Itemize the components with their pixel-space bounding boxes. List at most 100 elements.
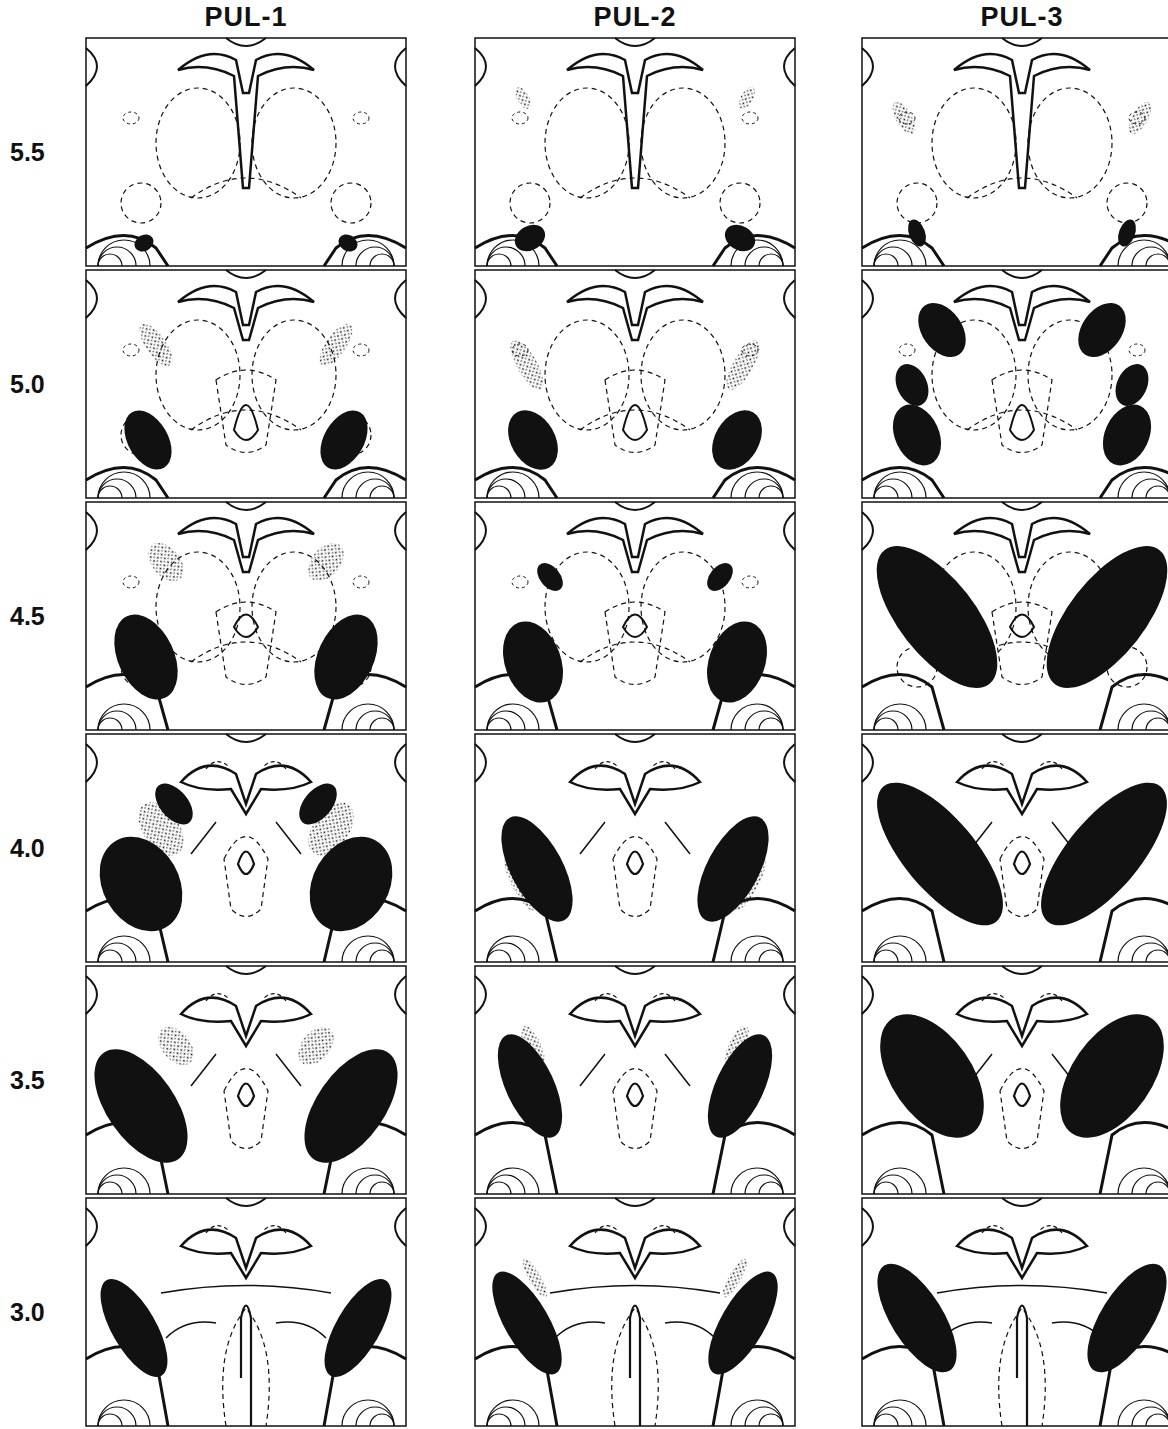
panel-frame: [86, 1198, 406, 1426]
nucleus-outline: [742, 112, 758, 124]
tract-line: [580, 1054, 690, 1086]
section-panel: [86, 38, 406, 266]
hippocampus-fold: [874, 1414, 898, 1426]
fornix-outline: [615, 38, 655, 46]
hippocampus-fold: [745, 1175, 783, 1194]
commissure-outline: [570, 998, 700, 1046]
nucleus-outline: [653, 994, 675, 1001]
hippocampus-fold: [487, 950, 511, 962]
lesion-solid: [1039, 996, 1168, 1157]
lesion-solid: [102, 604, 191, 709]
hippocampus-fold: [98, 704, 150, 730]
hippocampus-fold: [356, 943, 394, 962]
hippocampus-fold: [731, 936, 783, 962]
tract-line: [942, 1322, 1102, 1338]
nucleus-outline: [252, 88, 336, 198]
hippocampus-fold: [487, 718, 511, 730]
hippocampus-fold: [370, 718, 394, 730]
hippocampus-fold: [370, 486, 394, 498]
hippocampus-outline: [862, 899, 944, 963]
hippocampus-fold: [487, 1182, 511, 1194]
aqueduct: [238, 1084, 254, 1107]
nucleus-outline: [1107, 183, 1147, 223]
lesion-solid: [479, 1262, 575, 1384]
tract-line: [191, 1054, 301, 1086]
hippocampus-fold: [1118, 936, 1168, 962]
hippocampus-fold: [356, 247, 394, 266]
hippocampus-fold: [874, 711, 912, 730]
aqueduct: [1017, 1306, 1027, 1427]
fornix-outline: [226, 734, 266, 742]
cortex-edge: [395, 512, 406, 550]
lesion-solid: [859, 996, 1005, 1157]
fornix-outline: [226, 966, 266, 974]
hippocampus-outline: [86, 236, 168, 267]
commissure-outline: [957, 998, 1087, 1046]
lesion-solid: [1094, 397, 1161, 474]
nucleus-outline: [156, 320, 240, 430]
hippocampus-fold: [98, 1182, 122, 1194]
hippocampus-outline: [324, 468, 406, 499]
nucleus-outline: [206, 1226, 228, 1233]
nucleus-outline: [595, 994, 617, 1001]
hippocampus-fold: [731, 704, 783, 730]
hippocampus-fold: [874, 1175, 912, 1194]
cortex-edge: [475, 976, 486, 1014]
section-panel: [862, 1198, 1168, 1426]
hippocampus-fold: [874, 247, 912, 266]
cortex-edge: [784, 512, 795, 550]
ventricle-outline: [178, 286, 314, 340]
fornix-outline: [615, 1198, 655, 1206]
cortex-edge: [86, 976, 97, 1014]
hippocampus-fold: [759, 950, 783, 962]
hippocampus-fold: [487, 1407, 525, 1426]
panel-frame: [475, 270, 795, 498]
lesion-partial: [151, 1020, 201, 1072]
hippocampus-outline: [1100, 468, 1168, 499]
column-header: PUL-1: [204, 2, 287, 33]
nucleus-outline: [1040, 762, 1062, 769]
commissure-outline: [570, 1230, 700, 1278]
commissure-outline: [957, 1230, 1087, 1278]
nucleus-outline: [613, 1069, 657, 1149]
hippocampus-fold: [1146, 1182, 1168, 1194]
aqueduct: [1014, 852, 1030, 875]
nucleus-outline: [545, 552, 629, 662]
lesion-partial: [729, 854, 771, 914]
section-panel: [86, 270, 406, 498]
fornix-outline: [226, 270, 266, 278]
nucleus-outline: [999, 1308, 1046, 1426]
hippocampus-outline: [475, 468, 557, 499]
lesion-partial: [499, 854, 541, 914]
section-panel: [83, 734, 409, 962]
lesion-solid: [311, 402, 378, 477]
hippocampus-fold: [342, 704, 394, 730]
tract-line: [161, 1286, 331, 1294]
lesion-solid: [87, 1269, 180, 1386]
hippocampus-fold: [342, 472, 394, 498]
hippocampus-fold: [874, 718, 898, 730]
aqueduct: [238, 852, 254, 875]
nucleus-outline: [580, 642, 690, 662]
hippocampus-fold: [874, 943, 912, 962]
hippocampus-outline: [862, 675, 944, 731]
nucleus-outline: [223, 1308, 270, 1426]
nucleus-outline: [580, 410, 690, 430]
hippocampus-fold: [370, 1414, 394, 1426]
lesion-solid: [1109, 359, 1155, 412]
hippocampus-fold: [874, 1182, 898, 1194]
nucleus-outline: [653, 1226, 675, 1233]
nucleus-outline: [252, 320, 336, 430]
lesion-partial: [720, 336, 765, 394]
nucleus-outline: [1129, 344, 1145, 356]
hippocampus-fold: [98, 936, 150, 962]
hippocampus-fold: [487, 1175, 525, 1194]
lesion-partial: [519, 1256, 551, 1300]
aqueduct: [627, 852, 643, 875]
hippocampus-fold: [487, 1414, 511, 1426]
cortex-edge: [784, 744, 795, 782]
nucleus-outline: [967, 178, 1077, 198]
nucleus-outline: [123, 344, 139, 356]
tract-line: [555, 1322, 715, 1338]
lesion-solid: [115, 402, 182, 477]
